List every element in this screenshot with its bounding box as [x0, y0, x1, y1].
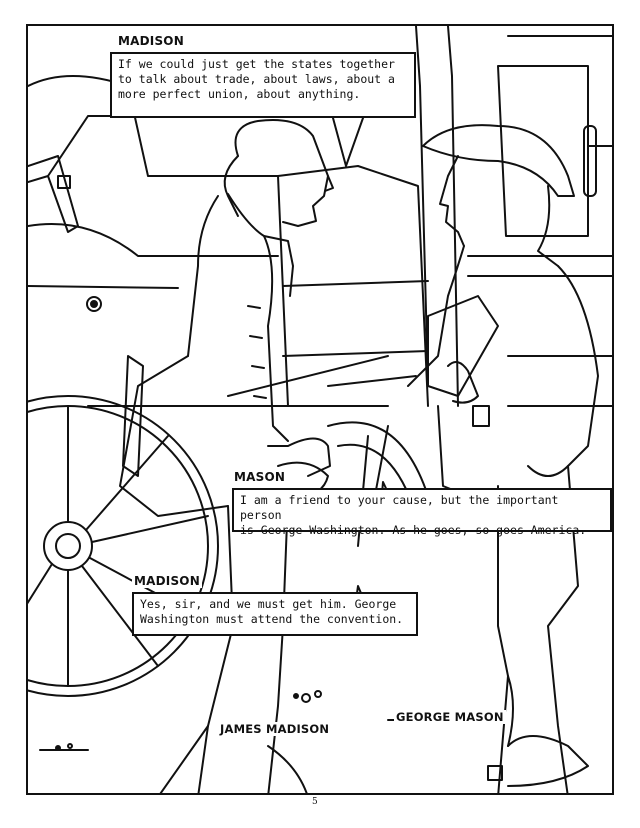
speech-bubble: Yes, sir, and we must get him. George Wa… [132, 592, 418, 636]
carriage [28, 75, 429, 407]
carriage-wheel [28, 395, 219, 697]
page-number: 5 [312, 797, 318, 807]
speech-tails [332, 117, 401, 623]
figure-caption-left: JAMES MADISON [218, 722, 332, 736]
george-mason-figure [407, 124, 599, 793]
speech-bubble: I am a friend to your cause, but the imp… [232, 488, 612, 537]
speaker-label: MADISON [116, 34, 186, 48]
comic-panel: MADISON If we could just get the states … [26, 24, 614, 795]
james-madison-figure [119, 119, 334, 793]
figure-caption-right: GEORGE MASON [394, 710, 506, 724]
speaker-label: MASON [232, 470, 288, 484]
speech-bubble: If we could just get the states together… [110, 52, 416, 118]
background-building [415, 26, 612, 407]
line-art-illustration [28, 26, 612, 793]
ground-pebbles [39, 690, 403, 751]
speaker-label: MADISON [132, 574, 202, 588]
